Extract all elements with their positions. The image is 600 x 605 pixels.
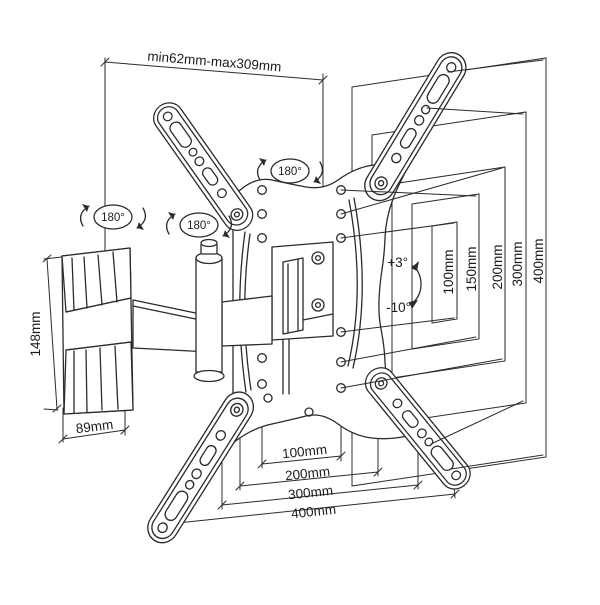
tilt-indicator: +3° -10° bbox=[386, 255, 422, 315]
swivel-badge-wall: 180° bbox=[79, 204, 147, 230]
swivel-angle-label: 180° bbox=[187, 220, 211, 232]
tilt-arrow-icon bbox=[410, 265, 422, 305]
vesa-width-label: 300mm bbox=[287, 483, 333, 503]
swivel-badge-joint: 180° bbox=[165, 212, 233, 238]
rotation-arrowhead-icon bbox=[314, 176, 321, 184]
vesa-width-label: 100mm bbox=[281, 442, 327, 462]
swivel-angle-label: 180° bbox=[101, 212, 125, 224]
swivel-badge-plate: 180° bbox=[256, 158, 324, 184]
rotation-arrowhead-icon bbox=[137, 222, 144, 230]
rotation-arrowhead-icon bbox=[259, 158, 266, 166]
vesa-height-label: 400mm bbox=[531, 238, 546, 283]
extension-arm-bottom-left bbox=[141, 385, 261, 550]
vesa-height-label: 200mm bbox=[490, 244, 505, 289]
bracket-height-label: 148mm bbox=[28, 311, 43, 356]
vesa-height-label: 100mm bbox=[441, 249, 456, 294]
wall-bracket-arm bbox=[61, 238, 273, 415]
swivel-joint bbox=[193, 238, 225, 383]
rotation-arrowhead-icon bbox=[168, 212, 175, 220]
plate-holes bbox=[257, 185, 346, 417]
swivel-angle-label: 180° bbox=[278, 166, 302, 178]
rotation-arrowhead-icon bbox=[223, 230, 230, 238]
vesa-width-label: 200mm bbox=[284, 464, 330, 484]
leader-lines bbox=[340, 59, 544, 470]
vesa-plate bbox=[232, 162, 411, 444]
bracket-depth-label: 89mm bbox=[75, 417, 114, 436]
vesa-height-label: 150mm bbox=[464, 246, 479, 291]
vesa-width-label: 400mm bbox=[290, 502, 336, 522]
tilt-arrowhead-icon bbox=[411, 261, 419, 271]
arm-link bbox=[221, 295, 273, 347]
rotation-arrowhead-icon bbox=[82, 204, 89, 212]
tilt-arrowhead-icon bbox=[409, 300, 418, 309]
vesa-height-label: 300mm bbox=[510, 241, 525, 286]
tilt-down-label: -10° bbox=[386, 300, 411, 315]
left-dimensions bbox=[42, 254, 130, 444]
tilt-head-bracket bbox=[271, 241, 334, 395]
tilt-up-label: +3° bbox=[387, 255, 408, 270]
